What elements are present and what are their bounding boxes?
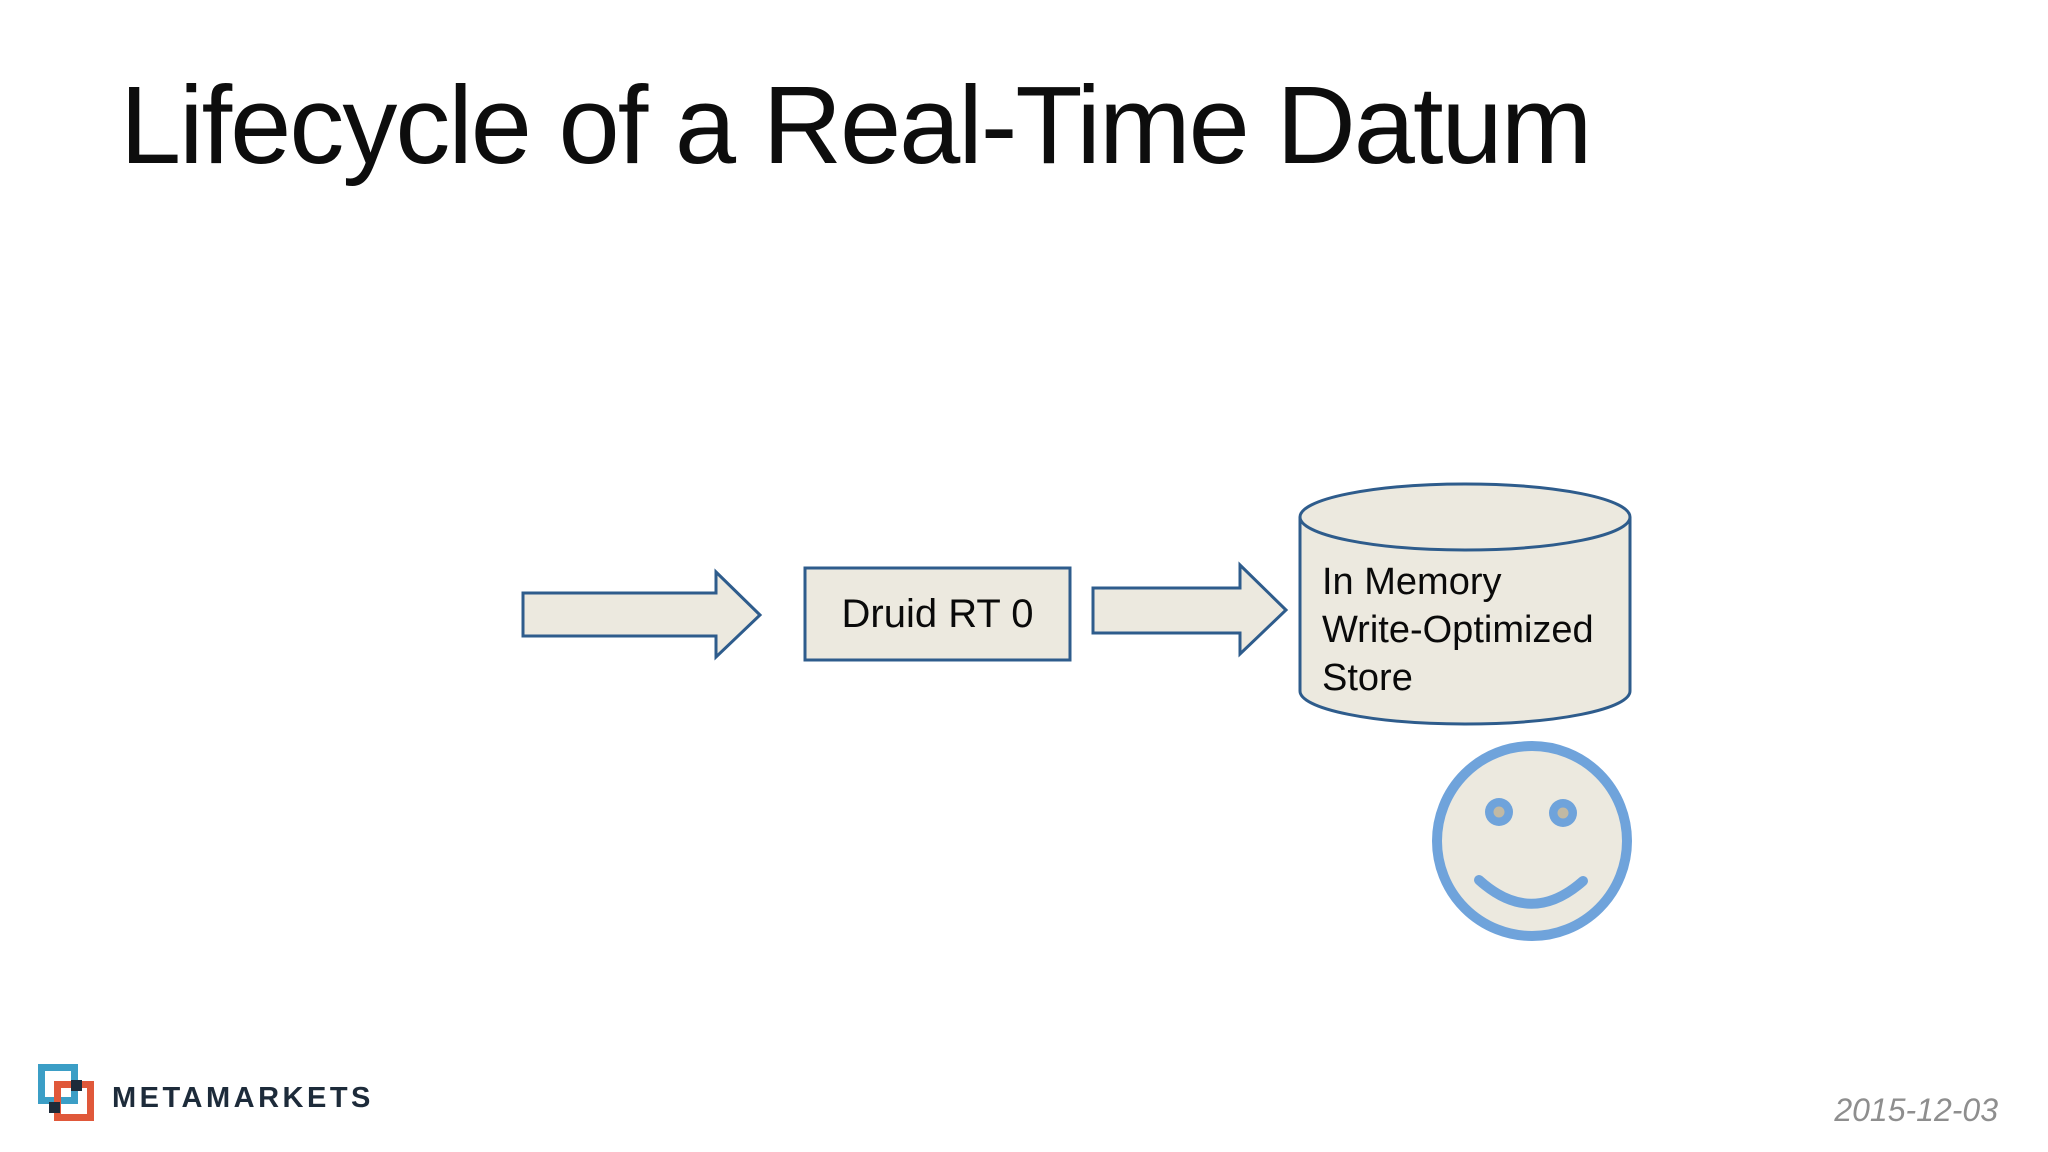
- store-label-line: Store: [1322, 657, 1413, 699]
- store-label-line: In Memory: [1322, 561, 1502, 603]
- store-label-line: Write-Optimized: [1322, 609, 1594, 651]
- node-box: [803, 566, 1072, 662]
- smiley-face-icon: [1432, 741, 1632, 941]
- slide-date: 2015-12-03: [1834, 1092, 1998, 1128]
- flow-arrow-icon: [1091, 561, 1289, 658]
- store-label: In Memory Write-Optimized Store: [1322, 558, 1622, 702]
- slide-title: Lifecycle of a Real-Time Datum: [120, 64, 1592, 187]
- database-cylinder-icon: [1298, 482, 1632, 726]
- flow-arrow-icon: [521, 568, 763, 661]
- metamarkets-logo-text: METAMARKETS: [112, 1081, 374, 1114]
- smiley-mouth: [1474, 875, 1588, 909]
- metamarkets-squares-icon: [38, 1064, 94, 1121]
- metamarkets-logo: METAMARKETS: [36, 1060, 374, 1132]
- node-label: Druid RT 0: [841, 591, 1034, 636]
